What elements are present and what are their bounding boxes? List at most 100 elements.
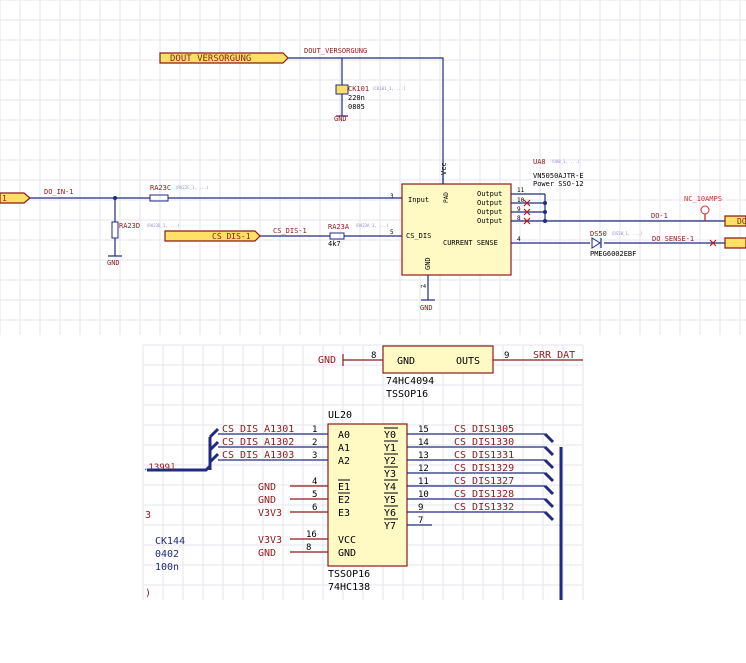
left-bottom-fragment: ) <box>145 588 151 599</box>
ra23d-gnd: GND <box>107 259 120 267</box>
output-pin-name: Y3 <box>384 469 396 480</box>
resistor-ra23c[interactable] <box>149 194 169 202</box>
dout-versorgung-net: DOUT_VERSORGUNG <box>304 47 367 55</box>
ck144-package: 0402 <box>155 549 179 560</box>
output-pin-name: Y5 <box>384 495 396 506</box>
ic-ua8[interactable] <box>401 183 512 276</box>
ul20-package: TSSOP16 <box>328 569 370 580</box>
power-pin-name: GND <box>338 548 356 559</box>
grid-top <box>0 0 746 335</box>
power-net-label: V3V3 <box>258 535 282 546</box>
left-input-flag[interactable] <box>0 192 31 204</box>
do-sense-net: DO_SENSE-1 <box>652 235 694 243</box>
address-pin-name: A0 <box>338 430 350 441</box>
ua8-pin-num-4: 4 <box>517 236 521 243</box>
address-pin-number: 3 <box>312 451 317 461</box>
dout-versorgung-flag-label: DOUT VERSORGUNG <box>170 54 251 64</box>
nc-10amps-label: NC_10AMPS <box>684 195 722 203</box>
output-pin-number: 14 <box>418 438 429 448</box>
power-pin-number: 8 <box>306 543 311 553</box>
output-pin-name: Y7 <box>384 521 396 532</box>
ua8-pin-num-11: 11 <box>517 187 525 194</box>
output-net-label: CS DIS1330 <box>454 437 514 448</box>
mid-pin-9: 9 <box>504 351 509 361</box>
ua8-pin-num-gnd: r4 <box>420 284 426 290</box>
cs-dis-flag[interactable] <box>164 230 261 242</box>
output-pin-number: 12 <box>418 464 429 474</box>
address-pin-name: A1 <box>338 443 350 454</box>
output-pin-name: Y4 <box>384 482 396 493</box>
ua8-pin-pad: PAD <box>443 192 450 203</box>
mid-pin-gnd: GND <box>397 356 415 367</box>
ck101-value: 220n <box>348 94 365 102</box>
ua8-pin-output-4: Output <box>477 217 502 225</box>
ra23a-meta: (RA23A_1, ...) <box>355 223 389 228</box>
address-pin-number: 1 <box>312 425 317 435</box>
ua8-gnd: GND <box>420 304 433 312</box>
resistor-ra23a[interactable] <box>329 232 345 240</box>
output-pin-number: 7 <box>418 516 423 526</box>
address-pin-number: 2 <box>312 438 317 448</box>
mid-package: TSSOP16 <box>386 389 428 400</box>
output-net-label: CS DIS1328 <box>454 489 514 500</box>
do-sense-flag[interactable] <box>724 237 746 249</box>
ul20-ref: UL20 <box>328 410 352 421</box>
bottom-section: UL20 .1399] 3 CK144 0402 100n ) CS DIS A… <box>143 410 563 600</box>
enable-net-label: GND <box>258 495 276 506</box>
mid-section: GND 8 GND OUTS 9 SRR DAT 74HC4094 TSSOP1… <box>318 345 583 400</box>
nc-10amps-symbol <box>700 205 710 215</box>
diode-ds50[interactable] <box>591 237 601 249</box>
dout-versorgung-flag[interactable] <box>159 52 289 64</box>
enable-net-label: V3V3 <box>258 508 282 519</box>
output-pin-name: Y2 <box>384 456 396 467</box>
ic-ul20[interactable] <box>327 423 408 567</box>
enable-pin-number: 5 <box>312 490 317 500</box>
ua8-pin-output-2: Output <box>477 199 502 207</box>
ic-74hc4094[interactable] <box>382 345 494 374</box>
ra23a-value: 4k7 <box>328 240 341 248</box>
enable-pin-name: E1 <box>338 482 350 493</box>
ua8-pin-current-sense: CURRENT SENSE <box>443 239 498 247</box>
ck101-gnd: GND <box>334 115 347 123</box>
enable-net-label: GND <box>258 482 276 493</box>
ck101-ref: CK101 <box>348 85 369 93</box>
power-pin-name: VCC <box>338 535 356 546</box>
ck101-package: 0805 <box>348 103 365 111</box>
left-fragment: 3 <box>145 510 151 521</box>
output-pin-number: 9 <box>418 503 423 513</box>
output-pin-number: 15 <box>418 425 429 435</box>
output-net-label: CS DIS1332 <box>454 502 514 513</box>
ds50-ref: DS50 <box>590 230 607 238</box>
output-pin-number: 10 <box>418 490 429 500</box>
cs-dis-flag-label: CS DIS-1 <box>212 232 251 241</box>
do-flag[interactable] <box>724 215 746 227</box>
address-net-label: CS DIS A1302 <box>222 437 294 448</box>
output-pin-name: Y1 <box>384 443 396 454</box>
output-net-label: CS DIS1327 <box>454 476 514 487</box>
srr-dat-net: SRR DAT <box>533 350 575 361</box>
ua8-pin-input: Input <box>408 196 429 204</box>
ck144-value: 100n <box>155 562 179 573</box>
ua8-part: VN5050AJTR-E <box>533 172 584 180</box>
resistor-ra23d[interactable] <box>111 221 119 239</box>
ul20-part: 74HC138 <box>328 582 370 593</box>
mid-part: 74HC4094 <box>386 376 434 387</box>
capacitor-ck101[interactable] <box>335 84 349 95</box>
ds50-part: PMEG6002EBF <box>590 250 636 258</box>
ra23d-meta: (RA23D_1, ...) <box>146 223 180 228</box>
top-section: DOUT VERSORGUNG DOUT_VERSORGUNG CK101 (C… <box>0 47 746 312</box>
output-pin-number: 11 <box>418 477 429 487</box>
ua8-pin-output-1: Output <box>477 190 502 198</box>
output-net-label: CS DIS1329 <box>454 463 514 474</box>
ua8-pin-num-3: 3 <box>390 193 394 200</box>
ua8-pin-num-10: 10 <box>517 197 525 204</box>
address-pin-name: A2 <box>338 456 350 467</box>
ra23c-ref: RA23C <box>150 184 171 192</box>
output-pin-number: 13 <box>418 451 429 461</box>
ua8-meta: (UA8_1, ...) <box>551 159 580 164</box>
output-pin-name: Y0 <box>384 430 396 441</box>
address-net-label: CS DIS A1301 <box>222 424 294 435</box>
ua8-vcc-pin: Vcc <box>440 162 448 175</box>
